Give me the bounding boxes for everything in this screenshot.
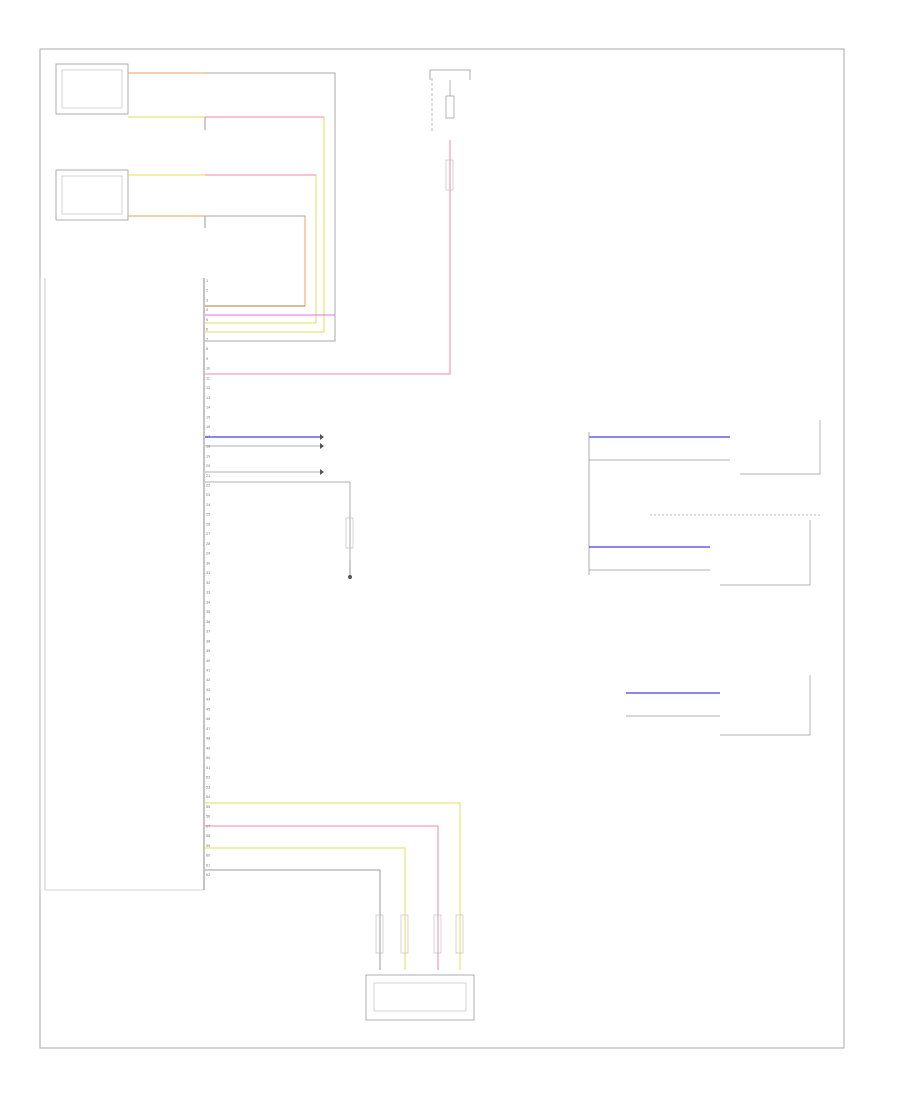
pin-number: 39	[206, 649, 210, 653]
pin-number: 36	[206, 620, 210, 624]
pin-number: 30	[206, 561, 210, 565]
pin-number: 51	[206, 766, 210, 770]
pin-number: 27	[206, 532, 210, 536]
pin-number: 60	[206, 854, 210, 858]
pin-number: 28	[206, 542, 210, 546]
pin-number: 40	[206, 659, 210, 663]
pin-number: 50	[206, 756, 210, 760]
pin-number: 56	[206, 815, 210, 819]
pin-number: 14	[206, 406, 210, 410]
pin-number: 32	[206, 581, 210, 585]
pin-number: 5	[206, 318, 208, 322]
pin-number: 47	[206, 727, 210, 731]
diagram-frame	[39, 48, 845, 1049]
pin-number: 23	[206, 493, 210, 497]
pin-number: 61	[206, 863, 210, 867]
pin-number: 20	[206, 464, 210, 468]
pin-number: 6	[206, 328, 208, 332]
pin-number: 38	[206, 639, 210, 643]
can-bus-wires	[205, 434, 354, 560]
bottom-module	[365, 974, 475, 1021]
pin-number: 44	[206, 698, 210, 702]
pin-number: 15	[206, 415, 210, 419]
pin-number: 29	[206, 552, 210, 556]
pin-number: 55	[206, 805, 210, 809]
pin-number: 2	[206, 289, 208, 293]
pin-number: 41	[206, 669, 210, 673]
left-sensor	[55, 169, 129, 221]
pin-number: 21	[206, 474, 210, 478]
pin-number: 9	[206, 357, 208, 361]
pin-number: 4	[206, 308, 208, 312]
pin-number: 43	[206, 688, 210, 692]
right-sensor	[55, 63, 129, 115]
pin-number: 59	[206, 844, 210, 848]
pin-number: 62	[206, 873, 210, 877]
pin-number: 49	[206, 746, 210, 750]
pin-number: 35	[206, 610, 210, 614]
bottom-wires	[205, 802, 464, 970]
pin-number: 46	[206, 717, 210, 721]
pin-number: 25	[206, 513, 210, 517]
pin-number: 22	[206, 484, 210, 488]
right-module-3	[626, 675, 811, 736]
pin-number: 3	[206, 299, 208, 303]
pin-number: 8	[206, 347, 208, 351]
pin-number: 1	[206, 279, 208, 283]
pin-number: 48	[206, 737, 210, 741]
right-module-1	[588, 420, 821, 575]
pin-number: 58	[206, 834, 210, 838]
pin-number: 34	[206, 600, 210, 604]
pin-number: 19	[206, 454, 210, 458]
pin-number: 45	[206, 708, 210, 712]
pin-number: 24	[206, 503, 210, 507]
pin-number: 10	[206, 367, 210, 371]
pin-number: 54	[206, 795, 210, 799]
fuse-block	[205, 69, 471, 375]
pin-number: 11	[206, 376, 210, 380]
pin-number: 7	[206, 337, 208, 341]
module-column: 1234567891011121314151617181920212223242…	[39, 278, 210, 891]
pin-number: 42	[206, 678, 210, 682]
pin-number: 33	[206, 591, 210, 595]
pin-number: 16	[206, 425, 210, 429]
pin-number: 13	[206, 396, 210, 400]
pin-number: 18	[206, 445, 210, 449]
pin-labels: 1234567891011121314151617181920212223242…	[206, 279, 210, 877]
pin-number: 53	[206, 785, 210, 789]
pin-number: 37	[206, 630, 210, 634]
pin-number: 12	[206, 386, 210, 390]
right-module-2	[589, 520, 811, 586]
pin-number: 52	[206, 776, 210, 780]
pin-number: 31	[206, 571, 210, 575]
ground	[348, 560, 352, 579]
sensor-wires	[128, 72, 336, 342]
pin-number: 26	[206, 522, 210, 526]
